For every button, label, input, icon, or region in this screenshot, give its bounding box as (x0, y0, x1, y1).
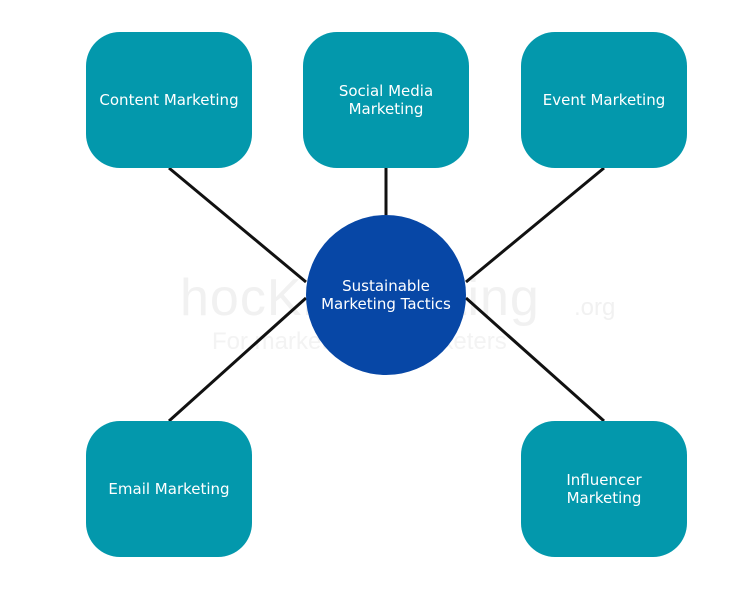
node-email-marketing: Email Marketing (86, 421, 252, 557)
node-social-media-marketing-line2: Marketing (348, 100, 424, 118)
node-influencer-marketing-line1: Influencer (566, 471, 642, 489)
connector-influencer (465, 296, 605, 423)
connector-email (167, 296, 308, 423)
node-influencer-marketing-line2: Marketing (566, 489, 642, 507)
node-social-media-marketing-line1: Social Media (338, 82, 434, 100)
center-hub-line1: Sustainable (342, 277, 430, 295)
node-content-marketing: Content Marketing (86, 32, 252, 168)
node-social-media-marketing: Social Media Marketing (303, 32, 469, 168)
node-content-marketing-label: Content Marketing (99, 91, 239, 109)
connector-event (465, 166, 605, 284)
center-hub: Sustainable Marketing Tactics (306, 215, 466, 375)
node-event-marketing-label: Event Marketing (542, 91, 666, 109)
node-event-marketing: Event Marketing (521, 32, 687, 168)
connector-content (168, 166, 307, 284)
node-influencer-marketing: Influencer Marketing (521, 421, 687, 557)
node-email-marketing-label: Email Marketing (108, 480, 230, 498)
center-hub-line2: Marketing Tactics (321, 295, 451, 313)
